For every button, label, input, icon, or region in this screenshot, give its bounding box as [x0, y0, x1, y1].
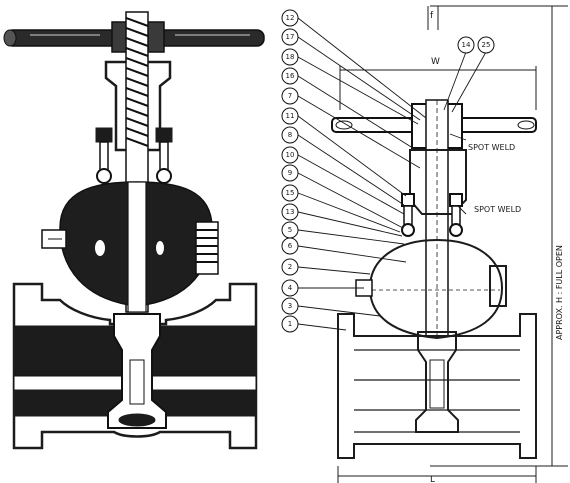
svg-text:25: 25: [482, 41, 491, 49]
bonnet-bolts: [95, 127, 173, 184]
svg-text:5: 5: [288, 226, 292, 234]
svg-text:3: 3: [288, 302, 292, 310]
elevation-body: [337, 313, 537, 459]
annotations: SPOT WELD SPOT WELD W f L APPROX. H : FU…: [430, 11, 564, 483]
top-dim-label: f: [430, 11, 434, 21]
callout-bubble: 9: [281, 164, 299, 182]
callout-bubble: 17: [281, 28, 299, 46]
side-plug: [195, 221, 219, 275]
callout-bubble: 10: [281, 146, 299, 164]
leader-lines: [297, 17, 487, 331]
svg-text:9: 9: [288, 169, 292, 177]
callout-bubble: 12: [281, 9, 299, 27]
svg-text:18: 18: [286, 53, 295, 61]
callout-bubble: 25: [477, 36, 495, 54]
svg-text:12: 12: [286, 14, 295, 22]
svg-text:4: 4: [288, 284, 293, 292]
callout-bubble: 18: [281, 48, 299, 66]
callout-bubble: 15: [281, 184, 299, 202]
callout-bubble: 13: [281, 203, 299, 221]
width-label: W: [431, 57, 440, 67]
callout-bubble: 4: [281, 279, 299, 297]
callout-bubble: 11: [281, 107, 299, 125]
callout-bubble: 14: [457, 36, 475, 54]
elevation-bolts: [401, 193, 463, 237]
svg-text:16: 16: [286, 72, 295, 80]
callout-bubble: 8: [281, 126, 299, 144]
stem-threads: [125, 17, 149, 147]
part-callouts: 12 17 18 16 7 11 8 10 9 15 13 5 6 2 4 3 …: [281, 9, 495, 333]
svg-text:17: 17: [286, 33, 295, 41]
valve-elevation: [297, 5, 568, 483]
svg-text:10: 10: [286, 151, 295, 159]
elevation-bonnet: [368, 238, 504, 340]
callout-bubble: 16: [281, 67, 299, 85]
svg-text:6: 6: [288, 242, 293, 250]
height-label: APPROX. H : FULL OPEN: [555, 245, 564, 340]
valve-cutaway-section: [3, 11, 265, 450]
handwheel-bar-end-left: [3, 29, 17, 47]
callout-bubble: 7: [281, 87, 299, 105]
callout-bubble: 1: [281, 315, 299, 333]
valve-body: [12, 282, 258, 450]
svg-text:14: 14: [462, 41, 471, 49]
callout-bubble: 6: [281, 237, 299, 255]
svg-text:7: 7: [288, 92, 292, 100]
length-label: L: [430, 475, 435, 483]
svg-text:8: 8: [288, 131, 292, 139]
spot-weld-upper: SPOT WELD: [468, 143, 515, 152]
svg-text:13: 13: [286, 208, 295, 216]
svg-text:15: 15: [286, 189, 295, 197]
callout-bubble: 5: [281, 221, 299, 239]
callout-bubble: 3: [281, 297, 299, 315]
svg-text:1: 1: [288, 320, 292, 328]
elevation-gate: [415, 331, 459, 433]
svg-text:2: 2: [288, 263, 292, 271]
svg-text:11: 11: [286, 112, 295, 120]
callout-bubble: 2: [281, 258, 299, 276]
spot-weld-lower: SPOT WELD: [474, 205, 521, 214]
